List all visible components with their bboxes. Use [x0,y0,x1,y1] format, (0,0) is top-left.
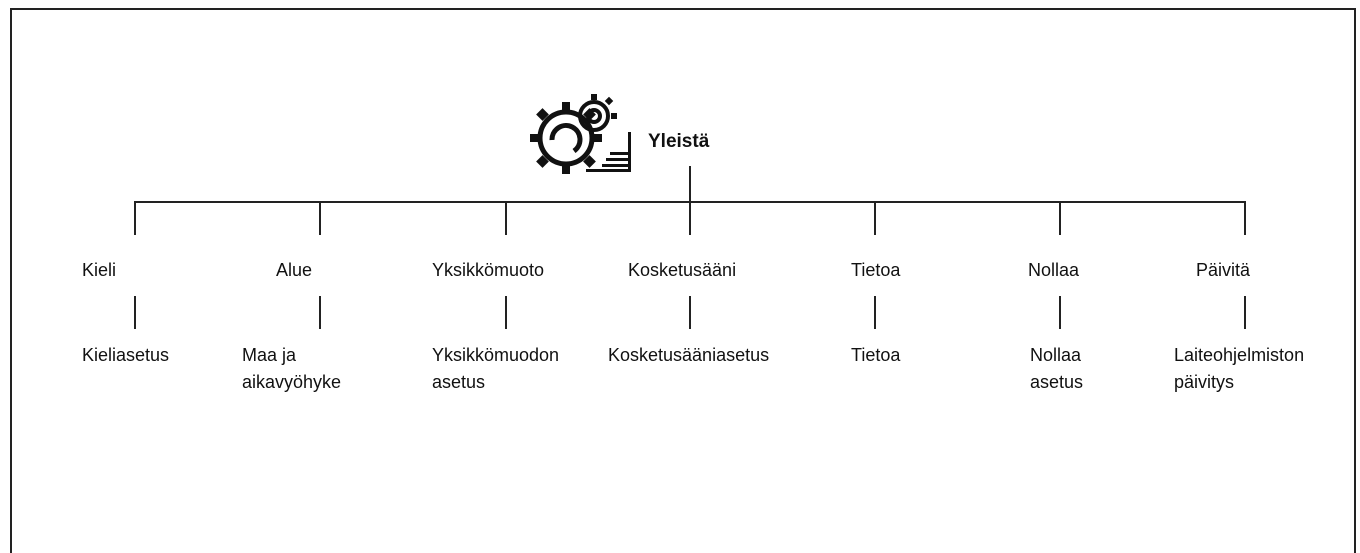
branch-subtitle: Kosketusääniasetus [608,345,770,365]
root-label: Yleistä [648,131,710,152]
branch-title: Yksikkömuoto [432,260,545,280]
branch-drop [689,201,691,235]
branch-subtitle: asetus [1030,372,1084,392]
branch-subtitle: aikavyöhyke [242,372,342,392]
branch-sub-connector [134,296,136,329]
branch-subtitle: Laiteohjelmiston [1174,345,1305,365]
branch-subtitle: Maa ja [242,345,297,365]
branch-title: Kieli [82,260,117,280]
branch-subtitle: asetus [432,372,486,392]
gear-settings-icon [530,94,631,174]
branch-drop [134,201,136,235]
branch-title: Nollaa [1028,260,1080,280]
root-stem [689,166,691,202]
branch-drop [874,201,876,235]
branch-subtitle: Nollaa [1030,345,1082,365]
branch-sub-connector [319,296,321,329]
branch-sub-connector [689,296,691,329]
branch-title: Kosketusääni [628,260,737,280]
branch-drop [1244,201,1246,235]
branch-subtitle: Tietoa [851,345,901,365]
diagram-frame [10,8,1356,553]
branch-subtitle: Kieliasetus [82,345,170,365]
branch-subtitle: päivitys [1174,372,1235,392]
branch-subtitle: Yksikkömuodon [432,345,560,365]
branch-sub-connector [1244,296,1246,329]
branch-title: Alue [276,260,313,280]
branch-sub-connector [1059,296,1061,329]
branch-sub-connector [874,296,876,329]
branch-drop [505,201,507,235]
branch-drop [1059,201,1061,235]
branch-sub-connector [505,296,507,329]
branch-drop [319,201,321,235]
branch-title: Tietoa [851,260,901,280]
branch-title: Päivitä [1196,260,1251,280]
